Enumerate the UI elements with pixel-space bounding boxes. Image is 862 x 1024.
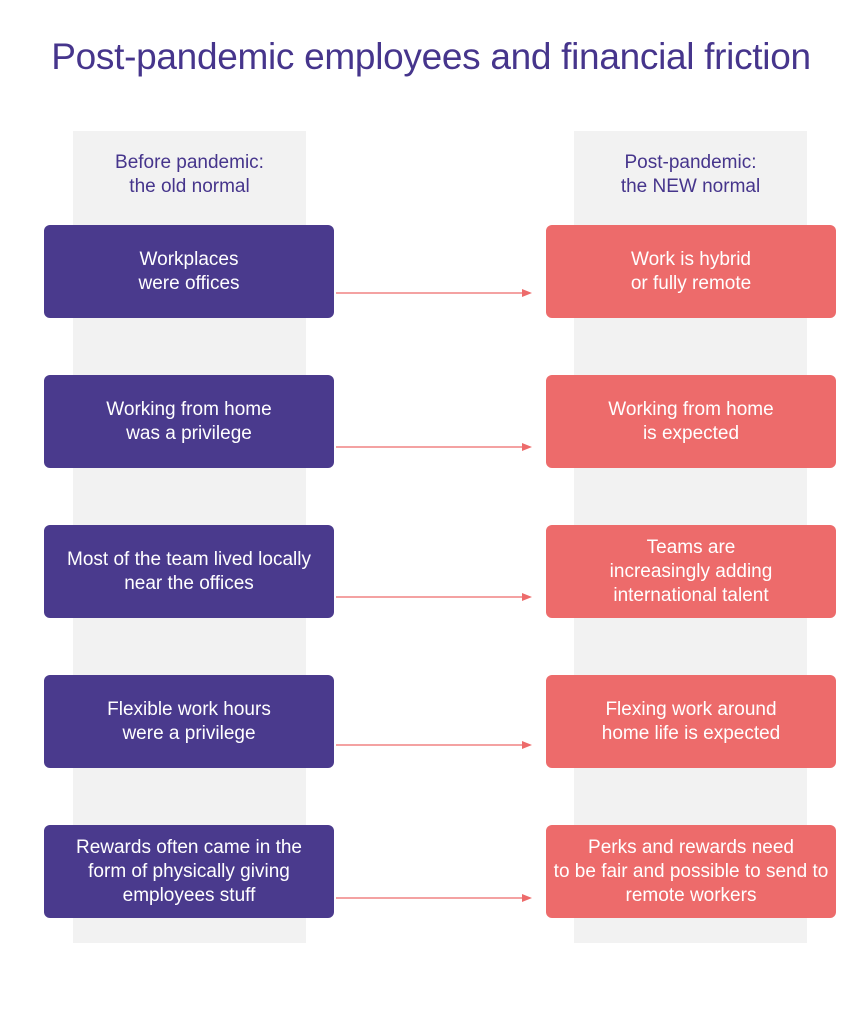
after-box: Flexing work around home life is expecte… — [546, 675, 836, 768]
after-box: Perks and rewards need to be fair and po… — [546, 825, 836, 918]
before-box: Most of the team lived locally near the … — [44, 525, 334, 618]
page-title: Post-pandemic employees and financial fr… — [51, 36, 811, 77]
before-box: Rewards often came in the form of physic… — [44, 825, 334, 918]
arrow-right-icon — [336, 894, 532, 902]
after-column-heading: Post-pandemic: the NEW normal — [620, 152, 761, 197]
after-box: Work is hybrid or fully remote — [546, 225, 836, 318]
before-box: Working from home was a privilege — [44, 375, 334, 468]
arrow-right-icon — [336, 593, 532, 601]
before-box: Flexible work hours were a privilege — [44, 675, 334, 768]
after-box: Working from home is expected — [546, 375, 836, 468]
before-box: Workplaces were offices — [44, 225, 334, 318]
arrow-right-icon — [336, 741, 532, 749]
after-box: Teams are increasingly adding internatio… — [546, 525, 836, 618]
arrow-right-icon — [336, 443, 532, 451]
before-column-heading: Before pandemic: the old normal — [115, 152, 264, 197]
arrow-right-icon — [336, 289, 532, 297]
